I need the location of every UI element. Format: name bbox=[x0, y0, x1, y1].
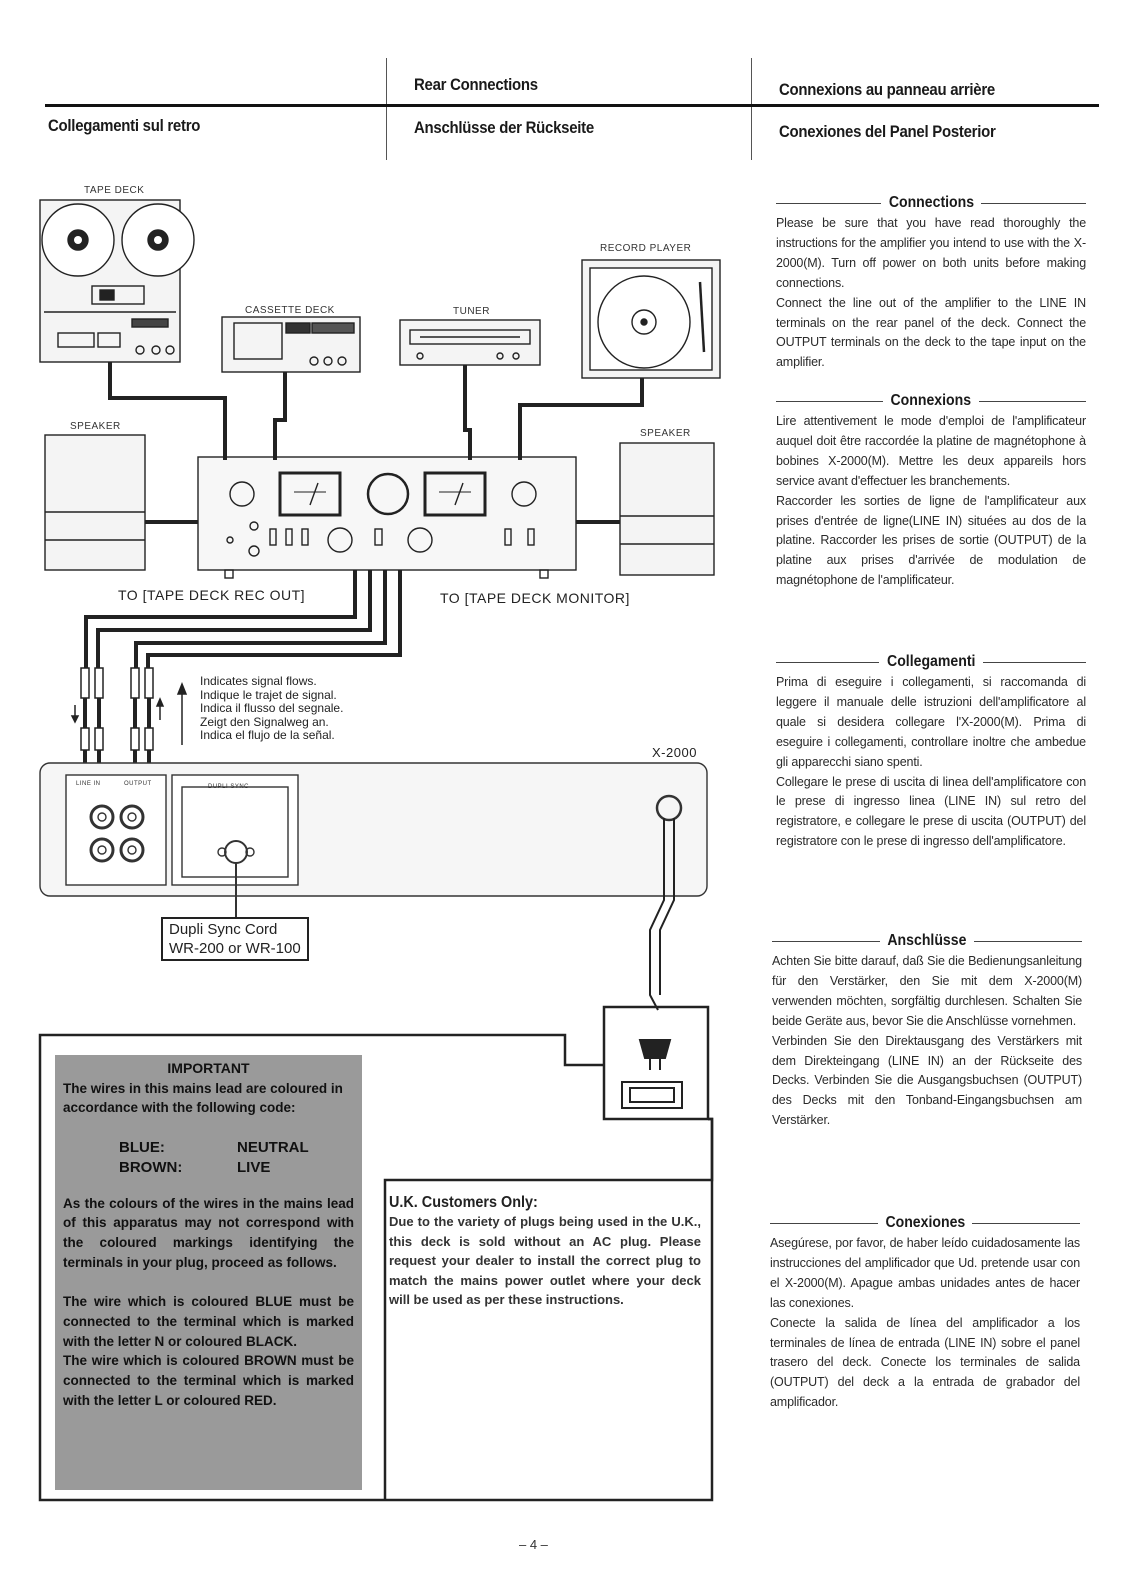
dupli-cord-name: Dupli Sync Cord bbox=[169, 921, 278, 938]
rec-out-label: TO [TAPE DECK REC OUT] bbox=[118, 587, 306, 603]
amplifier-illustration bbox=[197, 456, 577, 579]
record-player-label: RECORD PLAYER bbox=[600, 243, 692, 254]
uk-title: U.K. Customers Only: bbox=[389, 1194, 538, 1211]
section-anschlusse: Anschlüsse Achten Sie bitte darauf, daß … bbox=[772, 932, 1082, 1131]
paragraph: Connect the line out of the amplifier to… bbox=[776, 295, 1086, 370]
speaker-left-illustration bbox=[44, 434, 146, 571]
header-collegamenti: Collegamenti sul retro bbox=[48, 116, 201, 135]
code-meaning: NEUTRAL bbox=[237, 1139, 309, 1157]
paragraph: Lire attentivement le mode d'emploi de l… bbox=[776, 414, 1086, 488]
cassette-deck-illustration bbox=[221, 316, 361, 373]
dupli-sync-label: DUPLI SYNC bbox=[208, 784, 250, 790]
section-conexiones: Conexiones Asegúrese, por favor, de habe… bbox=[770, 1214, 1080, 1413]
header-rule bbox=[45, 104, 1099, 107]
code-meaning: LIVE bbox=[237, 1158, 271, 1176]
section-connexions: Connexions Lire attentivement le mode d'… bbox=[776, 392, 1086, 591]
model-label: X-2000 bbox=[652, 745, 697, 760]
header-rear-connections: Rear Connections bbox=[414, 75, 538, 94]
section-title: Connexions bbox=[890, 392, 972, 409]
uk-customers-note: U.K. Customers Only: Due to the variety … bbox=[389, 1194, 701, 1310]
line-in-label: LINE IN bbox=[76, 781, 101, 787]
paragraph: Please be sure that you have read thorou… bbox=[776, 216, 1086, 290]
important-title: IMPORTANT bbox=[167, 1060, 250, 1076]
paragraph: Verbinden Sie den Direktausgang des Vers… bbox=[772, 1033, 1082, 1128]
tape-deck-illustration bbox=[39, 199, 195, 363]
legend-line: Indique le trajet de signal. bbox=[200, 687, 337, 702]
paragraph: Collegare le prese di uscita di linea de… bbox=[776, 774, 1086, 849]
output-label: OUTPUT bbox=[124, 781, 152, 787]
legend-line: Indicates signal flows. bbox=[200, 674, 317, 688]
section-title: Collegamenti bbox=[886, 653, 976, 670]
header-connexions: Connexions au panneau arrière bbox=[779, 80, 995, 99]
paragraph: Conecte la salida de línea del amplifica… bbox=[770, 1315, 1080, 1410]
speaker-right-label: SPEAKER bbox=[640, 428, 691, 439]
dupli-cord-model: WR-200 or WR-100 bbox=[169, 940, 301, 957]
header-divider-1 bbox=[386, 58, 387, 160]
speaker-left-label: SPEAKER bbox=[70, 421, 121, 432]
record-player-illustration bbox=[581, 259, 721, 379]
code-color: BLUE: bbox=[119, 1139, 165, 1157]
paragraph: Achten Sie bitte darauf, daß Sie die Bed… bbox=[772, 954, 1082, 1028]
dupli-sync-cord-label: Dupli Sync Cord WR-200 or WR-100 bbox=[161, 917, 309, 961]
header-anschlusse: Anschlüsse der Rückseite bbox=[414, 118, 594, 137]
section-title: Connections bbox=[888, 194, 974, 211]
tape-deck-label: TAPE DECK bbox=[84, 185, 145, 196]
important-para: As the colours of the wires in the mains… bbox=[63, 1195, 354, 1270]
legend-line: Indica il flusso del segnale. bbox=[200, 701, 344, 716]
important-para: The wire which is coloured BLUE must be … bbox=[63, 1294, 354, 1349]
important-para: The wire which is coloured BROWN must be… bbox=[63, 1353, 354, 1408]
paragraph: Asegúrese, por favor, de haber leído cui… bbox=[770, 1236, 1080, 1310]
important-intro: The wires in this mains lead are coloure… bbox=[63, 1080, 343, 1116]
page-number: – 4 – bbox=[519, 1537, 548, 1552]
tuner-illustration bbox=[399, 319, 541, 366]
section-title: Conexiones bbox=[885, 1214, 965, 1231]
legend-line: Zeigt den Signalweg an. bbox=[200, 714, 329, 729]
section-collegamenti: Collegamenti Prima di eseguire i collega… bbox=[776, 653, 1086, 852]
header-conexiones: Conexiones del Panel Posterior bbox=[779, 122, 996, 141]
header-divider-2 bbox=[751, 58, 752, 160]
code-color: BROWN: bbox=[119, 1158, 183, 1176]
speaker-right-illustration bbox=[619, 442, 715, 576]
important-notice: IMPORTANT The wires in this mains lead a… bbox=[55, 1055, 362, 1490]
signal-flow-legend: Indicates signal flows. Indique le traje… bbox=[200, 674, 344, 743]
tuner-label: TUNER bbox=[453, 306, 490, 317]
cassette-deck-label: CASSETTE DECK bbox=[245, 305, 335, 316]
paragraph: Prima di eseguire i collegamenti, si rac… bbox=[776, 675, 1086, 769]
legend-line: Indica el flujo de la señal. bbox=[200, 728, 335, 743]
paragraph: Raccorder les sorties de ligne de l'ampl… bbox=[776, 493, 1086, 588]
monitor-label: TO [TAPE DECK MONITOR] bbox=[440, 590, 630, 606]
uk-body: Due to the variety of plugs being used i… bbox=[389, 1214, 701, 1307]
section-connections: Connections Please be sure that you have… bbox=[776, 194, 1086, 373]
section-title: Anschlüsse bbox=[887, 932, 967, 949]
